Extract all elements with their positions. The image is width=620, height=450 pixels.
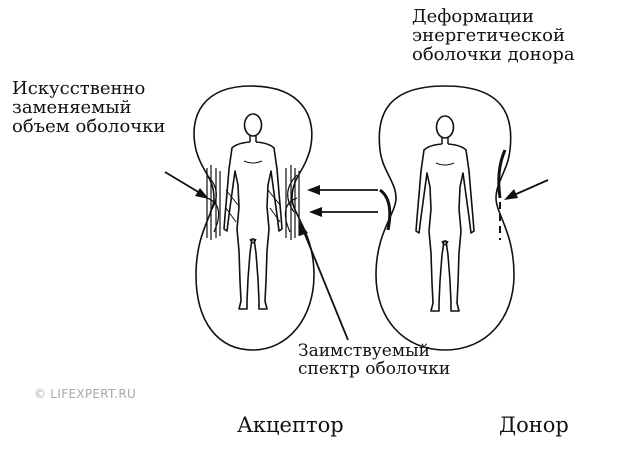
donor-deformation-line-2: энергетической <box>412 24 566 46</box>
replaced-volume-lines-left <box>206 165 221 240</box>
replaced-volume-label: Искусственно заменяемый объем оболочки <box>12 78 202 137</box>
replaced-volume-line-3: объем оболочки <box>12 115 166 137</box>
replaced-volume-line-1: Искусственно <box>12 78 146 99</box>
donor-envelope <box>375 85 515 351</box>
donor-deformation-line-3: оболочки донора <box>412 43 575 65</box>
acceptor-label: Акцептор <box>237 413 344 437</box>
acceptor-envelope <box>193 85 315 351</box>
borrowed-spectrum-line-1: Заимствуемый <box>298 341 430 361</box>
donor-label: Донор <box>499 413 569 437</box>
replaced-volume-line-2: заменяемый <box>12 96 132 118</box>
watermark: © LIFEXPERT.RU <box>34 387 137 401</box>
donor-deformation-label: Деформации энергетической оболочки донор… <box>412 6 617 65</box>
replaced-volume-lines-right <box>284 165 300 240</box>
borrowed-spectrum-label: Заимствуемый спектр оболочки <box>298 341 498 379</box>
borrowed-spectrum-line-2: спектр оболочки <box>298 358 451 379</box>
donor-deformation-line-1: Деформации <box>412 6 535 27</box>
